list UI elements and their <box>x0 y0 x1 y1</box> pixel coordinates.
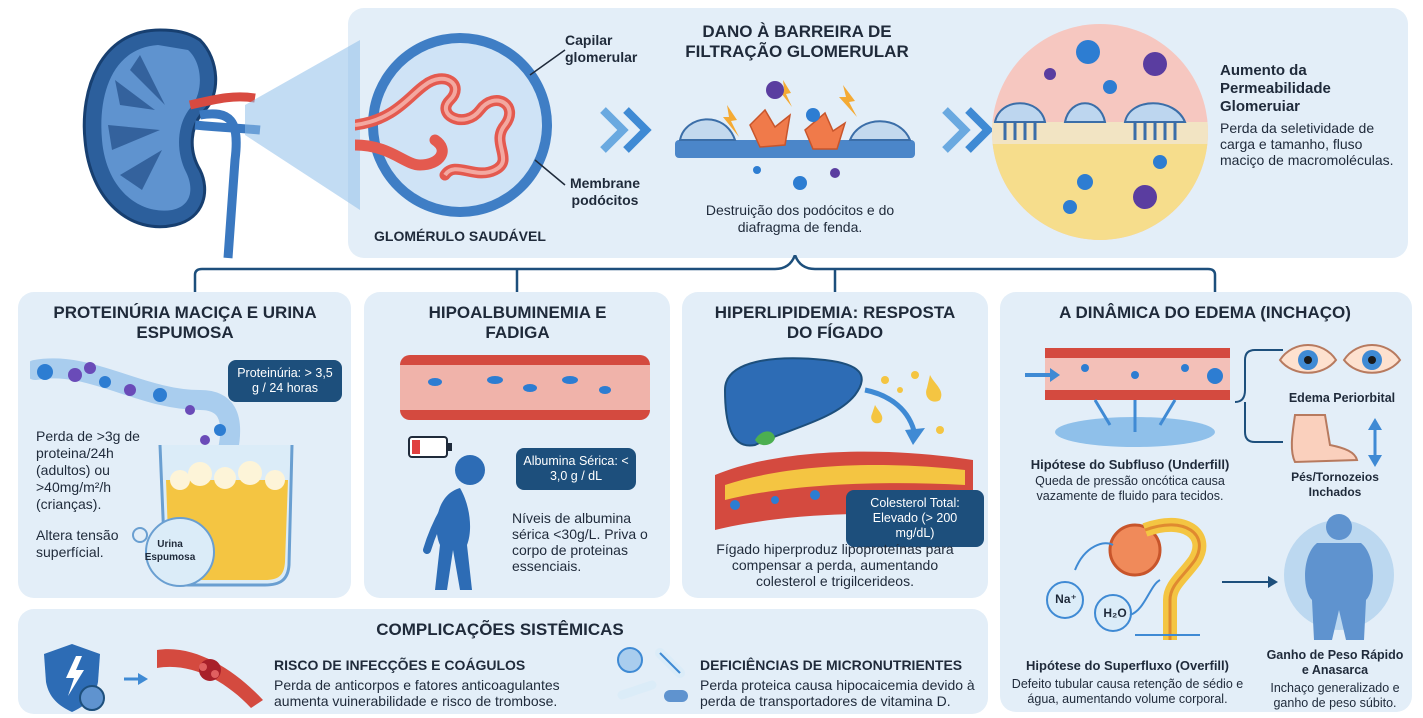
risk-title: RISCO DE INFECÇÕES E COÁGULOS <box>274 657 526 673</box>
periorbital-label: Edema Periorbital <box>1288 391 1396 405</box>
low-battery-icon <box>408 436 452 458</box>
sodium-label: Na⁺ <box>1055 592 1077 606</box>
weight-title: Ganho de Peso Rápido e Anasarca <box>1266 648 1404 677</box>
damage-title: DANO À BARREIRA DE FILTRAÇÃO GLOMERULAR <box>685 22 909 61</box>
swollen-body-illustration <box>1284 514 1394 640</box>
clot-vessel-illustration <box>157 649 263 708</box>
capillary-label: Capilar glomerular <box>565 32 638 65</box>
damaged-barrier-illustration <box>675 80 915 190</box>
albumin-title: HIPOALBUMINEMIA E FADIGA <box>428 303 607 342</box>
protein-text2: Altera tensão superfícial. <box>36 527 119 560</box>
healthy-glomerulus-illustration <box>355 33 552 217</box>
arrow-right-icon <box>1222 576 1278 588</box>
membrane-label: Membrane podócitos <box>569 175 641 208</box>
protein-title: PROTEINÚRIA MACIÇA E URINA ESPUMOSA <box>53 303 317 342</box>
lipid-title: HIPERLIPIDEMIA: RESPOSTA DO FÍGADO <box>714 303 956 342</box>
underfill-text: Queda de pressão oncótica causa vazament… <box>1035 474 1225 503</box>
perm-text: Perda da seletividade de carga e tamanho… <box>1220 120 1394 168</box>
lipid-panel <box>682 292 988 598</box>
proteinuria-badge: Proteinúria: > 3,5 g / 24 horas <box>228 360 342 402</box>
chevron-right-icon <box>942 107 994 153</box>
permeability-illustration <box>992 24 1208 240</box>
tired-person-illustration <box>423 455 485 590</box>
protein-text: Perda de >3g de proteina/24h (adultos) o… <box>36 428 140 512</box>
complications-title: COMPLICAÇÕES SISTÊMICAS <box>376 620 624 639</box>
damage-caption: Destruição dos podócitos e do diafragma … <box>705 202 895 235</box>
water-label: H₂O <box>1103 606 1127 620</box>
albumin-badge: Albumina Sérica: < 3,0 g / dL <box>516 448 636 490</box>
chevron-right-icon <box>600 107 652 153</box>
healthy-label: GLOMÉRULO SAUDÁVEL <box>374 228 546 244</box>
overfill-tubule-illustration <box>1046 517 1207 640</box>
weight-text: Inchaço generalizado e ganho de peso súb… <box>1270 681 1400 710</box>
kidney-illustration <box>82 28 360 259</box>
cholesterol-badge: Colesterol Total: Elevado (> 200 mg/dL) <box>846 490 984 547</box>
pointer-lines <box>529 49 566 186</box>
deficiency-text: Perda proteica causa hipocaicemia devido… <box>700 677 975 709</box>
albumin-text: Níveis de albumina sérica <30g/L. Priva … <box>512 510 648 574</box>
underfill-vessel-illustration <box>1025 348 1283 447</box>
perm-title: Aumento da Permeabilidade Glomeruiar <box>1220 62 1331 115</box>
blood-vessel-illustration <box>400 355 650 420</box>
pill-bone-icon <box>617 647 688 702</box>
lipid-text: Fígado hiperproduz lipoproteínas para co… <box>716 541 954 589</box>
connector-lines <box>193 255 1217 293</box>
arrow-right-icon <box>124 673 148 685</box>
eyes-icon <box>1278 344 1402 374</box>
feet-label: Pés/Tornozeios Inchados <box>1291 470 1379 499</box>
foamy-urine-label: Urina Espumosa <box>144 539 196 563</box>
overfill-text: Defeito tubular causa retenção de sédio … <box>1011 677 1244 706</box>
deficiency-title: DEFICIÊNCIAS DE MICRONUTRIENTES <box>700 657 963 673</box>
overfill-title: Hipótese do Superfluxo (Overfill) <box>1026 658 1229 673</box>
swollen-foot-illustration <box>1290 414 1382 467</box>
risk-text: Perda de anticorpos e fatores anticoagul… <box>274 677 560 709</box>
shield-icon <box>44 644 105 712</box>
edema-title: A DINÂMICA DO EDEMA (INCHAÇO) <box>1059 303 1351 322</box>
urine-beaker-illustration <box>30 358 294 587</box>
underfill-title: Hipótese do Subfluso (Underfill) <box>1030 457 1230 472</box>
